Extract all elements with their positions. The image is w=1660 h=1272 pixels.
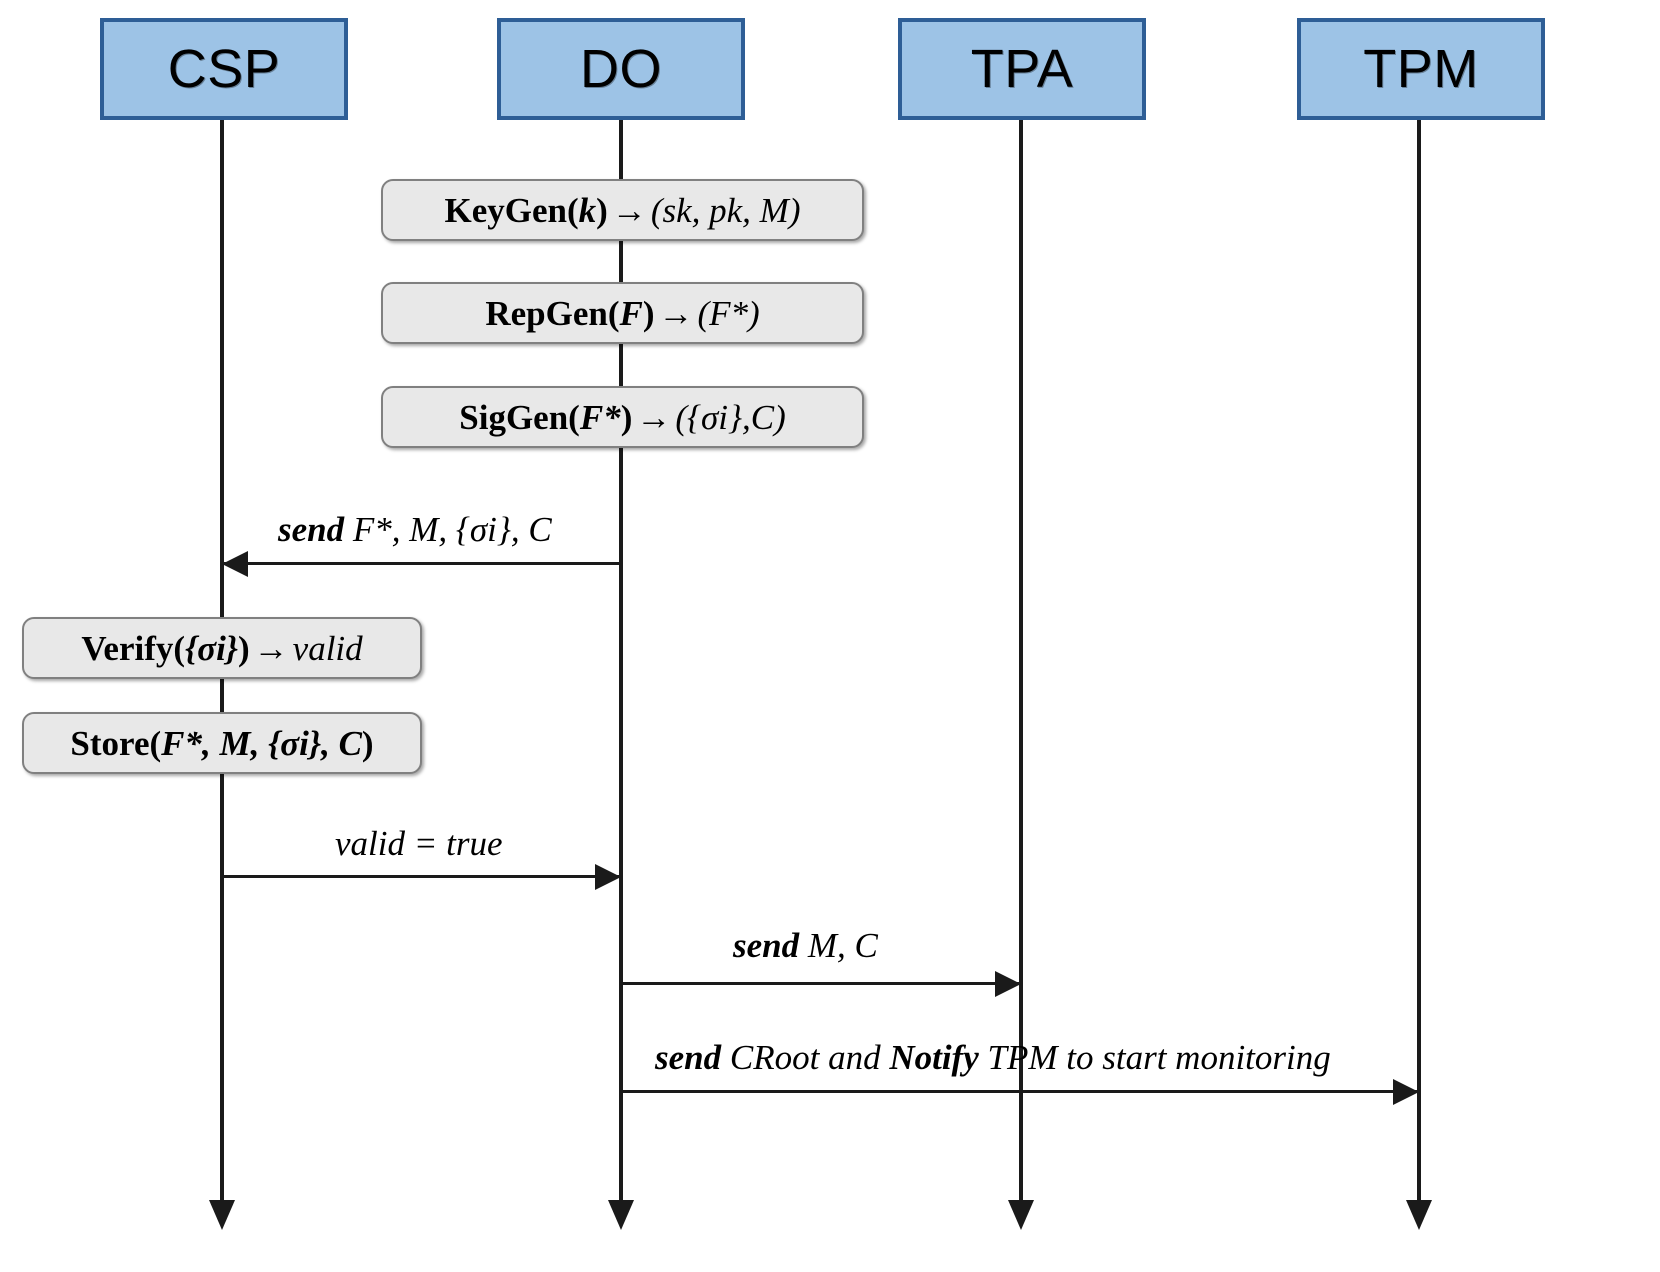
message-label-send-m-c: send M, C bbox=[733, 928, 878, 963]
text-run: ) bbox=[596, 190, 608, 230]
maps-to-arrow-icon: → bbox=[636, 397, 672, 437]
text-run: Store( bbox=[70, 723, 162, 763]
action-box-siggen[interactable]: SigGen(F*)→({σi},C) bbox=[381, 386, 864, 448]
text-run: F*, M, {σi}, C bbox=[344, 510, 552, 549]
text-run: send bbox=[278, 510, 345, 549]
action-label-siggen: SigGen(F*)→({σi},C) bbox=[459, 400, 785, 435]
text-run: {σi} bbox=[185, 628, 238, 668]
lifeline-end-arrow-do bbox=[608, 1200, 634, 1230]
text-run: ) bbox=[620, 397, 633, 437]
lifeline-tpm bbox=[1417, 120, 1421, 1200]
lifeline-end-arrow-csp bbox=[209, 1200, 235, 1230]
message-arrowhead-send-f-m-sig-c bbox=[222, 551, 248, 577]
maps-to-arrow-icon: → bbox=[253, 628, 289, 668]
text-run: ) bbox=[642, 293, 655, 333]
message-label-send-f-m-sig-c: send F*, M, {σi}, C bbox=[278, 512, 552, 547]
actor-label-do: DO bbox=[580, 39, 662, 99]
text-run: k bbox=[578, 190, 597, 230]
actor-box-tpm[interactable]: TPM bbox=[1297, 18, 1545, 120]
action-label-verify: Verify({σi})→valid bbox=[81, 631, 362, 666]
actor-label-tpa: TPA bbox=[970, 39, 1074, 99]
text-run: valid bbox=[292, 628, 363, 668]
action-label-store: Store(F*, M, {σi}, C) bbox=[70, 726, 373, 761]
text-run: ) bbox=[361, 723, 374, 763]
message-label-send-croot-notify-tpm: send CRoot and Notify TPM to start monit… bbox=[655, 1040, 1331, 1075]
action-box-keygen[interactable]: KeyGen(k)→(sk, pk, M) bbox=[381, 179, 864, 241]
text-run: (F*) bbox=[697, 293, 760, 333]
text-run: F bbox=[619, 293, 643, 333]
message-arrowhead-send-m-c bbox=[995, 971, 1021, 997]
text-run: RepGen( bbox=[485, 293, 620, 333]
text-run: send bbox=[655, 1038, 722, 1077]
actor-label-tpm: TPM bbox=[1363, 39, 1479, 99]
lifeline-do bbox=[619, 120, 623, 1200]
text-run: Notify bbox=[889, 1038, 979, 1077]
actor-box-tpa[interactable]: TPA bbox=[898, 18, 1146, 120]
message-label-valid-true: valid = true bbox=[335, 826, 502, 861]
message-line-send-croot-notify-tpm bbox=[621, 1090, 1419, 1093]
text-run: SigGen( bbox=[459, 397, 580, 437]
text-run: Verify( bbox=[81, 628, 186, 668]
actor-label-csp: CSP bbox=[167, 39, 281, 99]
text-run: M, C bbox=[799, 926, 878, 965]
message-arrowhead-valid-true bbox=[595, 864, 621, 890]
text-run: (sk, pk, M) bbox=[650, 190, 801, 230]
action-label-keygen: KeyGen(k)→(sk, pk, M) bbox=[445, 193, 801, 228]
message-line-send-m-c bbox=[621, 982, 1021, 985]
action-box-store[interactable]: Store(F*, M, {σi}, C) bbox=[22, 712, 422, 774]
text-run: send bbox=[733, 926, 800, 965]
lifeline-end-arrow-tpm bbox=[1406, 1200, 1432, 1230]
message-arrowhead-send-croot-notify-tpm bbox=[1393, 1079, 1419, 1105]
maps-to-arrow-icon: → bbox=[658, 293, 694, 333]
actor-box-csp[interactable]: CSP bbox=[100, 18, 348, 120]
actor-box-do[interactable]: DO bbox=[497, 18, 745, 120]
action-label-repgen: RepGen(F)→(F*) bbox=[485, 296, 759, 331]
text-run: valid = true bbox=[335, 824, 503, 863]
text-run: TPM to start monitoring bbox=[978, 1038, 1331, 1077]
text-run: KeyGen( bbox=[444, 190, 579, 230]
text-run: CRoot and bbox=[721, 1038, 890, 1077]
text-run: F*, M, {σi}, C bbox=[161, 723, 362, 763]
text-run: F* bbox=[579, 397, 621, 437]
maps-to-arrow-icon: → bbox=[611, 190, 647, 230]
lifeline-end-arrow-tpa bbox=[1008, 1200, 1034, 1230]
action-box-verify[interactable]: Verify({σi})→valid bbox=[22, 617, 422, 679]
text-run: ({σi},C) bbox=[675, 397, 786, 437]
message-line-valid-true bbox=[222, 875, 621, 878]
action-box-repgen[interactable]: RepGen(F)→(F*) bbox=[381, 282, 864, 344]
lifeline-tpa bbox=[1019, 120, 1023, 1200]
text-run: ) bbox=[238, 628, 250, 668]
message-line-send-f-m-sig-c bbox=[222, 562, 621, 565]
